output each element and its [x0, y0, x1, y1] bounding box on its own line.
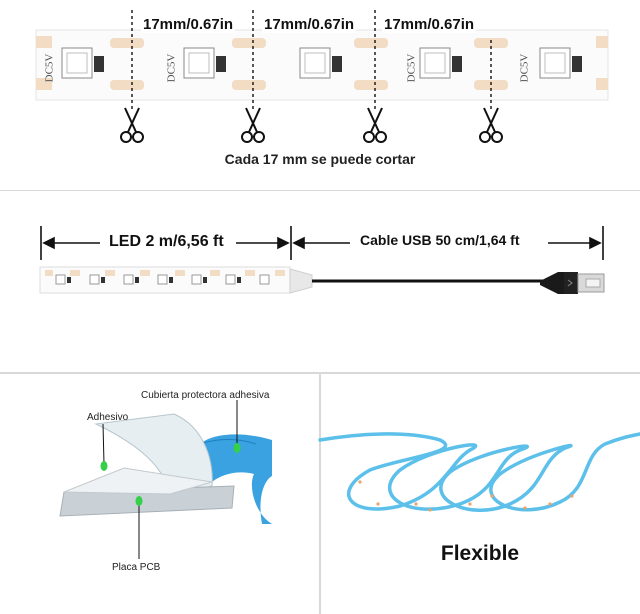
scissors-icon	[120, 107, 144, 143]
cover-label: Cubierta protectora adhesiva	[141, 390, 270, 401]
scissors-icon	[363, 107, 387, 143]
flexible-title: Flexible	[440, 542, 520, 565]
pcb-label: Placa PCB	[112, 562, 161, 573]
led-strip-with-cable	[39, 266, 545, 294]
length-arrows	[40, 226, 604, 260]
cable-length-label: Cable USB 50 cm/1,64 ft	[360, 232, 520, 248]
led-length-label: LED 2 m/6,56 ft	[109, 233, 224, 250]
flexible-strip-coil	[318, 432, 640, 512]
divider-top	[0, 190, 640, 191]
divider-middle	[0, 372, 640, 374]
strip-layers-diagram	[59, 400, 272, 559]
segment-label-1: 17mm/0.67in	[141, 16, 236, 33]
scissors-icon	[241, 107, 265, 143]
segment-label-3: 17mm/0.67in	[382, 16, 477, 33]
cut-caption: Cada 17 mm se puede cortar	[224, 151, 416, 167]
segment-label-2: 17mm/0.67in	[262, 16, 357, 33]
divider-vertical	[319, 374, 321, 614]
cut-lines	[131, 10, 492, 110]
scissors-icon	[479, 107, 503, 143]
adhesive-label: Adhesivo	[87, 412, 129, 423]
usb-plug-icon	[540, 272, 605, 294]
